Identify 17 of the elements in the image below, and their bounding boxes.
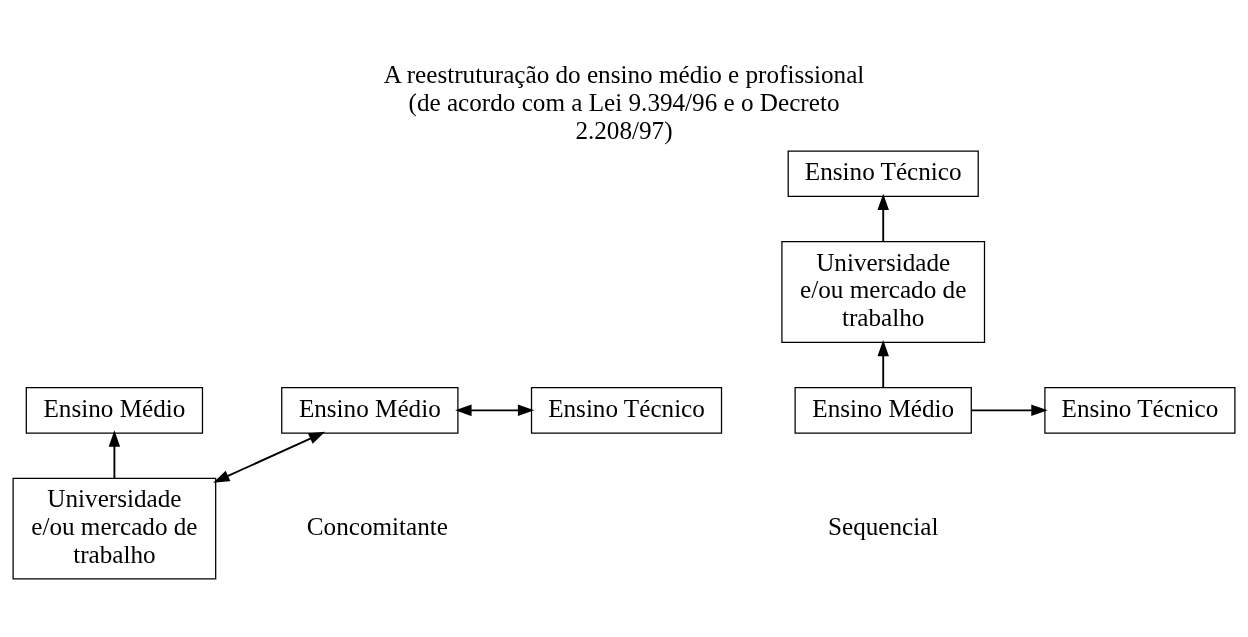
node-box: Universidade e/ou mercado de trabalho (12, 477, 217, 580)
node-box: Universidade e/ou mercado de trabalho (781, 241, 986, 344)
arrow (877, 340, 889, 389)
arrow (970, 404, 1048, 417)
arrow (108, 430, 121, 480)
label: Sequencial (828, 512, 939, 540)
arrow (213, 431, 326, 483)
node-box: Ensino Médio (794, 387, 972, 434)
node-box: Ensino Técnico (530, 387, 723, 434)
node-box: Ensino Técnico (787, 150, 979, 198)
node-box: Ensino Médio (281, 387, 459, 434)
arrow (877, 193, 889, 243)
node-box: Ensino Médio (25, 387, 204, 434)
node-box: Ensino Técnico (1044, 387, 1236, 434)
arrow (455, 404, 535, 417)
label: Concomitante (306, 512, 448, 540)
diagram-title: A reestruturação do ensino médio e profissional (de acordo com a Lei 9.394/96 e o Decreto 2.208/97) (383, 61, 865, 144)
